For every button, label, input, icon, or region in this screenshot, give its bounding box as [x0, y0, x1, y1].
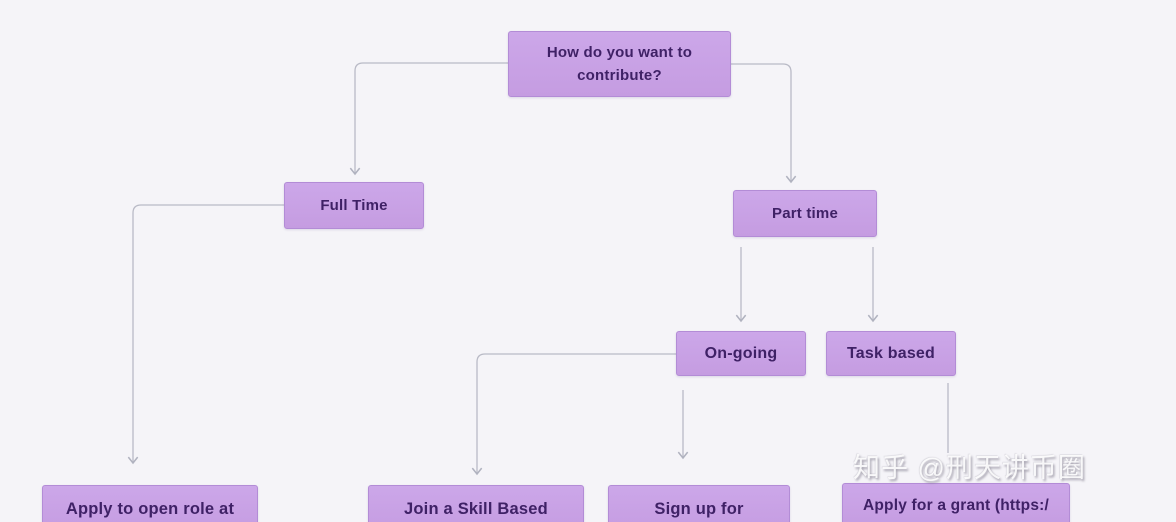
flow-node-apply-grant-label: Apply for a grant (https:/ [862, 497, 1050, 514]
flow-node-apply-open-role: Apply to open role at [42, 485, 258, 522]
flow-node-part-time-label: Part time [772, 205, 838, 222]
flow-node-ongoing-label: On-going [704, 344, 778, 362]
flow-node-full-time: Full Time [284, 182, 424, 229]
flow-node-apply-grant: Apply for a grant (https:/ [842, 483, 1070, 522]
connector-root-to-part-time [731, 63, 797, 184]
connector-full-time-to-apply-role [127, 204, 284, 465]
flow-node-ongoing: On-going [676, 331, 806, 376]
flow-node-join-skill-based-label: Join a Skill Based [404, 499, 548, 518]
flow-node-sign-up: Sign up for [608, 485, 790, 522]
flow-node-root-label: How do you want to contribute? [546, 44, 693, 84]
flow-node-full-time-label: Full Time [320, 197, 388, 214]
connector-ongoing-to-join-skill [471, 353, 676, 476]
flow-node-sign-up-label: Sign up for [654, 499, 744, 518]
flow-node-part-time: Part time [733, 190, 877, 237]
flow-node-apply-open-role-label: Apply to open role at [65, 499, 235, 518]
connector-root-to-full-time [349, 62, 508, 176]
zhihu-watermark: 知乎 @刑天讲币圈 [853, 453, 1086, 483]
flow-node-join-skill-based: Join a Skill Based [368, 485, 584, 522]
flow-node-task-based: Task based [826, 331, 956, 376]
flow-node-root: How do you want to contribute? [508, 31, 731, 97]
flow-node-task-based-label: Task based [847, 344, 935, 362]
